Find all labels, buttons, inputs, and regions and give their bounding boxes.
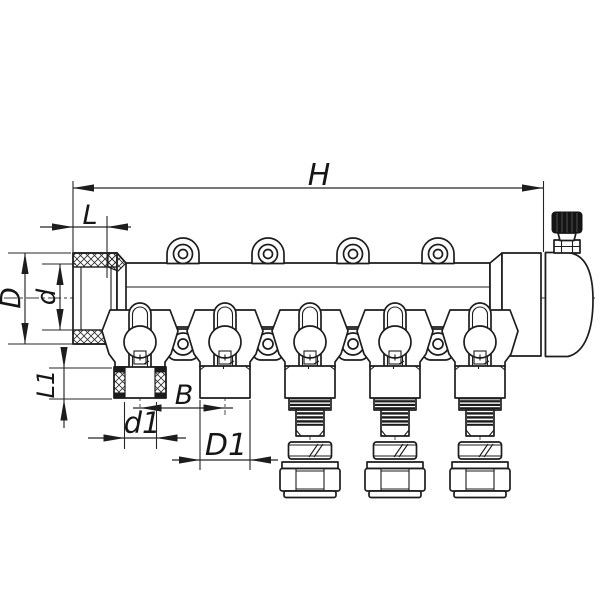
valve-4-outlet [369, 365, 421, 399]
dim-label-d: d [32, 288, 62, 305]
dim-label-D1: D1 [205, 428, 247, 463]
valve-5 [441, 302, 519, 399]
dim-label-d1: d1 [124, 406, 161, 440]
mounting-ear-3 [336, 237, 370, 265]
valve-1 [101, 302, 179, 399]
valve-5-outlet [454, 365, 506, 399]
air-vent-valve [551, 211, 583, 254]
cap-bulb [544, 251, 594, 358]
valve-2-outlet [199, 365, 251, 399]
dim-label-H: H [308, 158, 331, 193]
valve-1-threaded-nut [113, 366, 167, 399]
dimension-D: D [0, 252, 77, 345]
compression-fitting-2 [364, 397, 426, 499]
mounting-ear-1 [166, 237, 200, 265]
dimension-d1: d1 [88, 402, 186, 449]
dimension-D1: D1 [172, 400, 278, 470]
vent-knurled-knob [551, 211, 583, 234]
dim-label-L: L [82, 200, 97, 231]
dimension-d: d [32, 263, 76, 331]
dimension-B: B [133, 380, 233, 412]
compression-fitting-3 [449, 397, 511, 499]
mounting-ear-2 [251, 237, 285, 265]
cap-cylinder [501, 252, 542, 357]
mounting-ear-4 [421, 237, 455, 265]
dimension-L1: L1 [32, 347, 112, 428]
mounting-ears [166, 237, 455, 265]
dimension-H: H [72, 158, 545, 253]
valve-3-outlet [284, 365, 336, 399]
dimension-L: L [40, 200, 131, 278]
compression-fitting-1 [279, 397, 341, 499]
dim-label-L1: L1 [32, 370, 60, 399]
valve-3 [271, 302, 349, 399]
valve-4 [356, 302, 434, 399]
dim-label-B: B [175, 380, 194, 411]
dim-label-D: D [0, 287, 27, 309]
valve-2 [186, 302, 264, 399]
